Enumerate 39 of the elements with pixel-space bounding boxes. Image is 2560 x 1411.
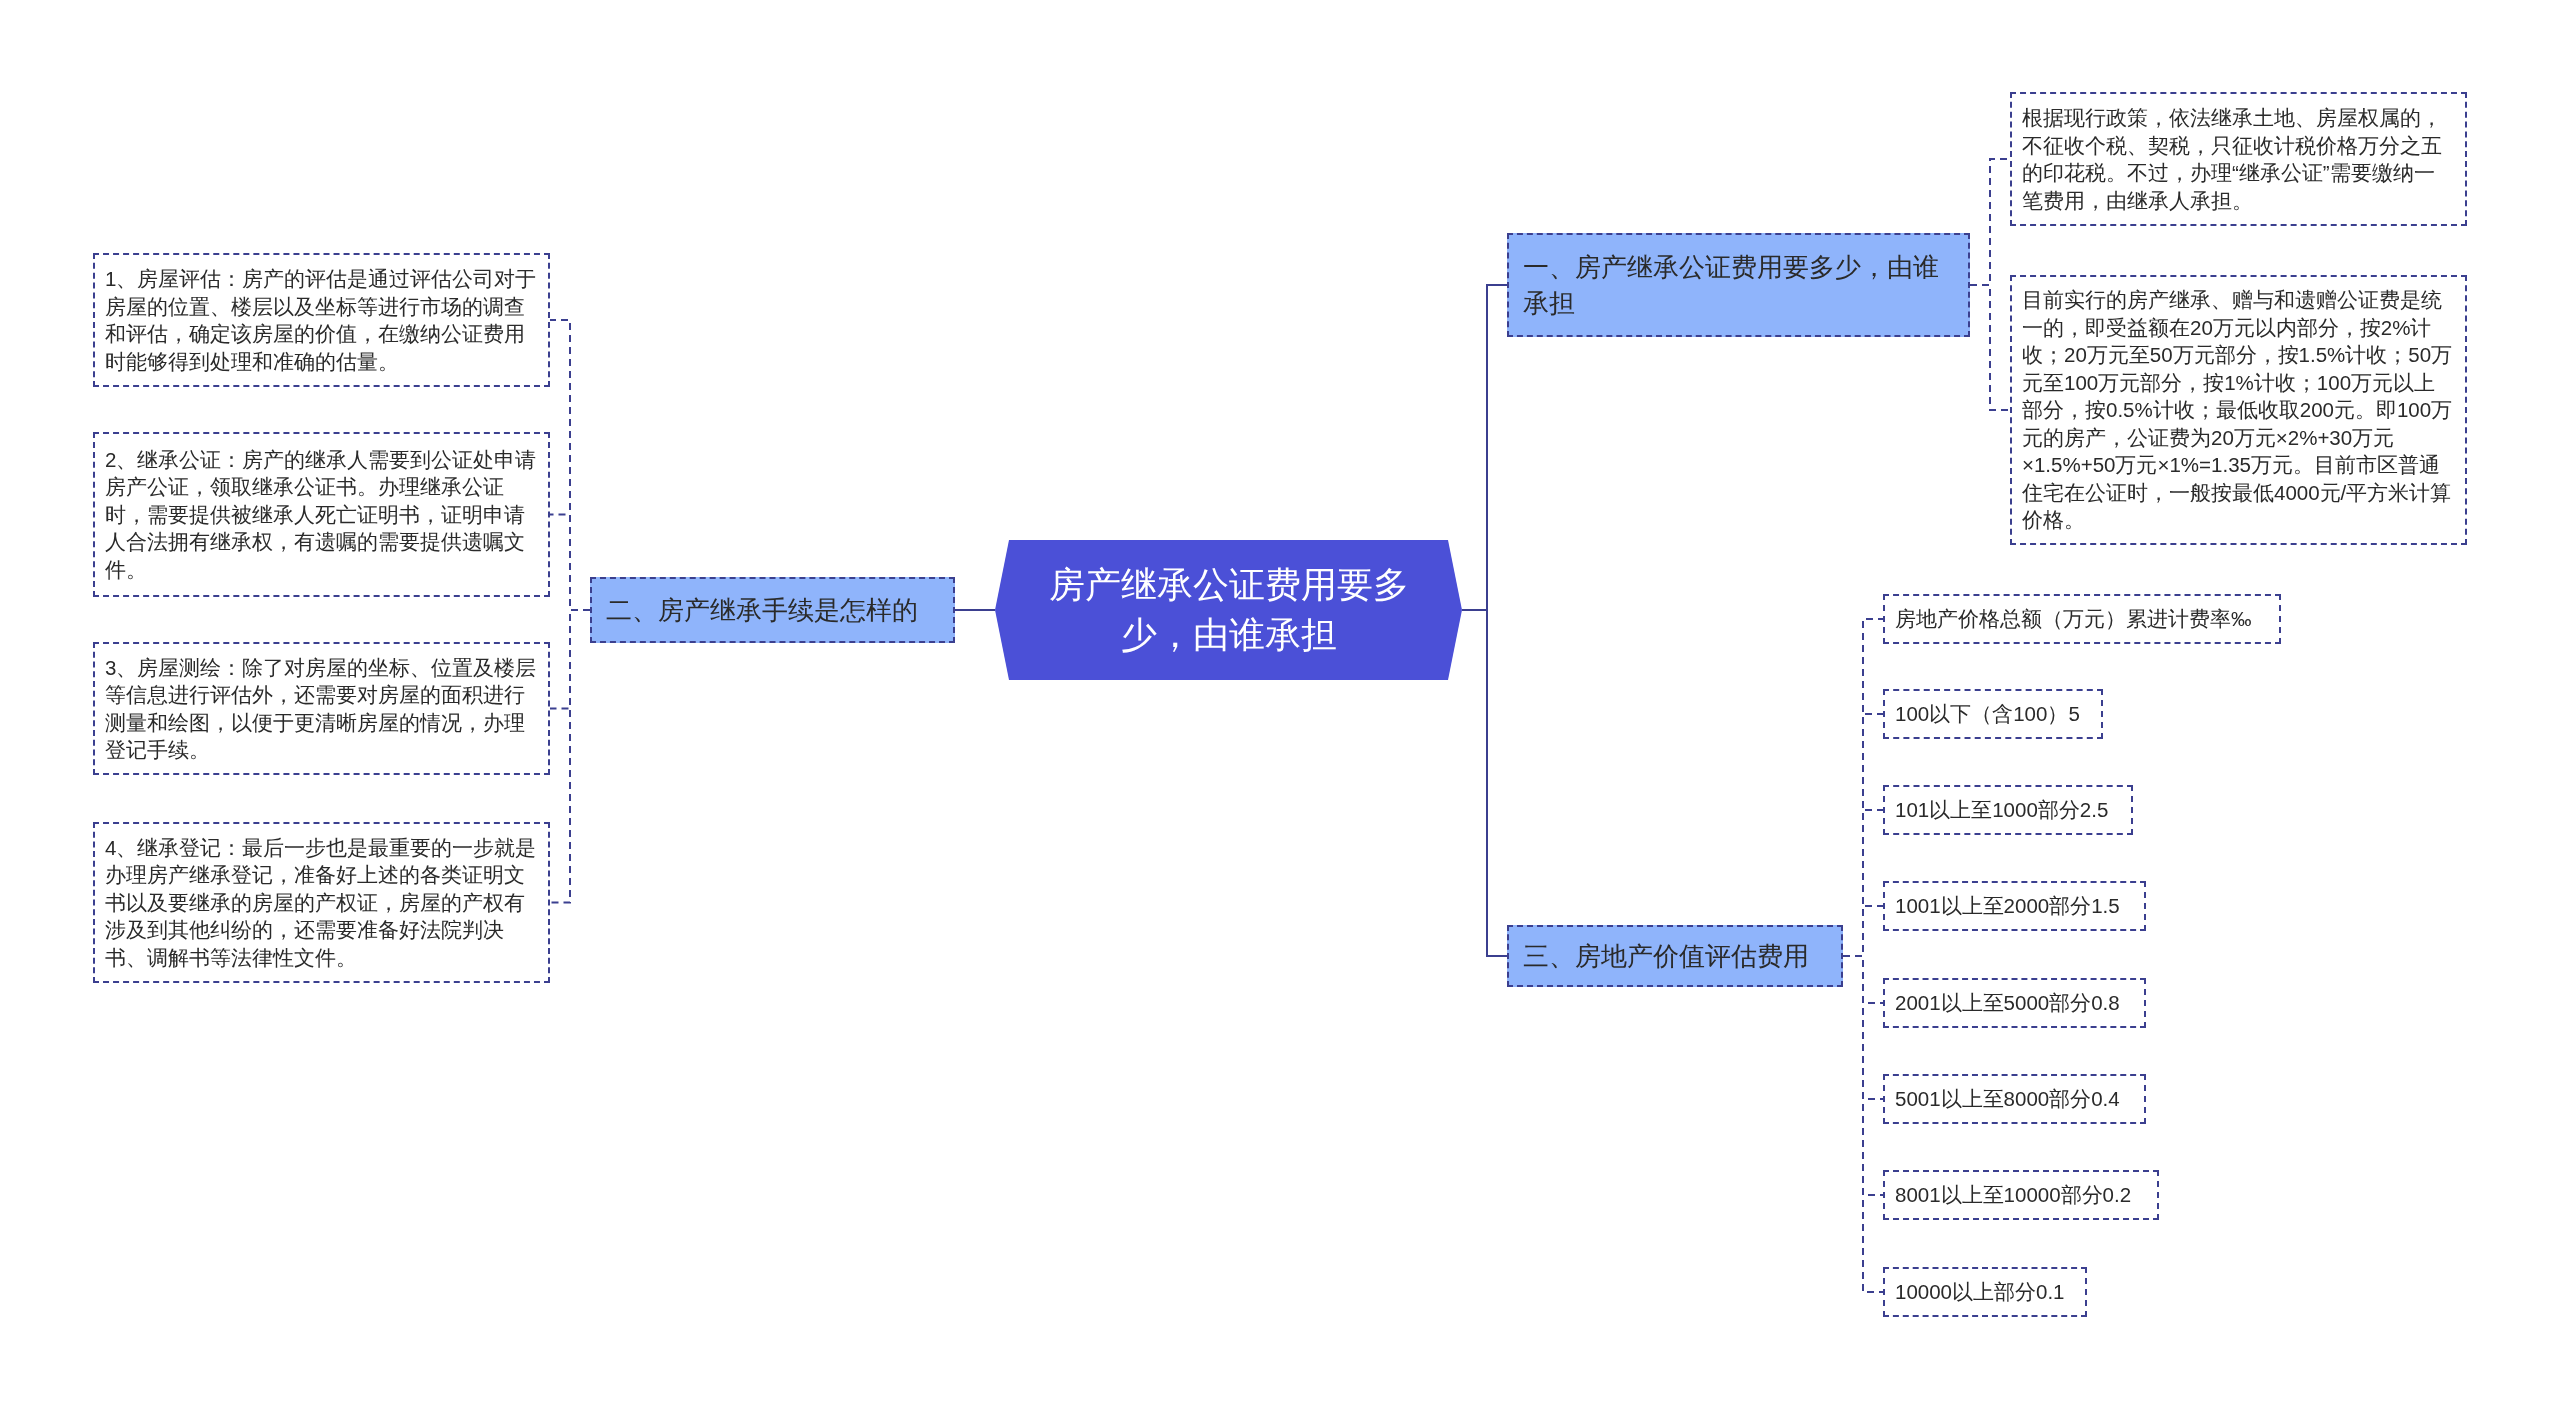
note-card-box xyxy=(1883,1170,2159,1220)
topic-text: 一、房产继承公证费用要多少，由谁承担 xyxy=(1523,251,1940,320)
topic-text: 房产继承公证费用要多少，由谁承担 xyxy=(1047,563,1410,657)
topic-text: 5001以上至8000部分0.4 xyxy=(1895,1086,2120,1113)
topic-text: 101以上至1000部分2.5 xyxy=(1895,797,2109,824)
note-card-box xyxy=(1883,689,2103,739)
note-card-box xyxy=(1883,1267,2087,1317)
topic-text: 2001以上至5000部分0.8 xyxy=(1895,990,2120,1017)
connector-line xyxy=(954,609,996,611)
topic-text: 目前实行的房产继承、赠与和遗赠公证费是统一的，即受益额在20万元以内部分，按2%计收；20万元至50万元部分，按1.5%计收；50万元至100万元部分，按1%计收；100万元以上部分，按0.5%计收；最低收取200元。即100万元的房产，公证费为20万元×2%+30万元×1.5%+50万元×1%=1.35万元。目前市区普通住宅在公证时，一般按最低4000元/平方米计算价格。 xyxy=(2022,287,2454,534)
topic-text: 二、房产继承手续是怎样的 xyxy=(606,594,918,627)
branch-topic-box xyxy=(1507,925,1843,987)
topic-text: 2、继承公证：房产的继承人需要到公证处申请房产公证，领取继承公证书。办理继承公证时，需要提供被继承人死亡证明书，证明申请人合法拥有继承权，有遗嘱的需要提供遗嘱文件。 xyxy=(105,446,538,583)
note-card-box xyxy=(1883,1074,2146,1124)
topic-text: 1、房屋评估：房产的评估是通过评估公司对于房屋的位置、楼层以及坐标等进行市场的调查和评估，确定该房屋的价值，在缴纳公证费用时能够得到处理和准确的估量。 xyxy=(105,266,538,375)
note-card-box xyxy=(93,253,550,387)
central-topic-box xyxy=(995,540,1462,680)
topic-text: 根据现行政策，依法继承土地、房屋权属的，不征收个税、契税，只征收计税价格万分之五的印花税。不过，办理“继承公证”需要缴纳一笔费用，由继承人承担。 xyxy=(2022,105,2443,214)
topic-text: 100以下（含100）5 xyxy=(1895,701,2080,728)
connector-line xyxy=(1969,284,2011,411)
branch-topic-box xyxy=(590,577,955,643)
topic-text: 房地产价格总额（万元）累进计费率‰ xyxy=(1895,606,2252,633)
topic-text: 1001以上至2000部分1.5 xyxy=(1895,893,2120,920)
connector-line xyxy=(549,609,591,904)
note-card-box xyxy=(2010,92,2467,226)
note-card-box xyxy=(93,642,550,775)
note-card-box xyxy=(1883,881,2146,931)
branch-topic-box xyxy=(1507,233,1970,337)
topic-text: 4、继承登记：最后一步也是最重要的一步就是办理房产继承登记，准备好上述的各类证明文书以及要继承的房屋的产权证，房屋的产权有涉及到其他纠纷的，还需要准备好法院判决书、调解书等法律性文件。 xyxy=(105,834,538,971)
note-card-box xyxy=(1883,785,2133,835)
connector-line xyxy=(1842,955,1884,1293)
topic-text: 三、房地产价值评估费用 xyxy=(1523,940,1809,973)
note-card-box xyxy=(93,822,550,983)
topic-text: 8001以上至10000部分0.2 xyxy=(1895,1182,2132,1209)
note-card-box xyxy=(93,432,550,597)
note-card-box xyxy=(1883,594,2281,644)
note-card-box xyxy=(1883,978,2146,1028)
topic-text: 3、房屋测绘：除了对房屋的坐标、位置及楼层等信息进行评估外，还需要对房屋的面积进行测量和绘图，以便于更清晰房屋的情况，办理登记手续。 xyxy=(105,654,538,763)
topic-text: 10000以上部分0.1 xyxy=(1895,1279,2065,1306)
